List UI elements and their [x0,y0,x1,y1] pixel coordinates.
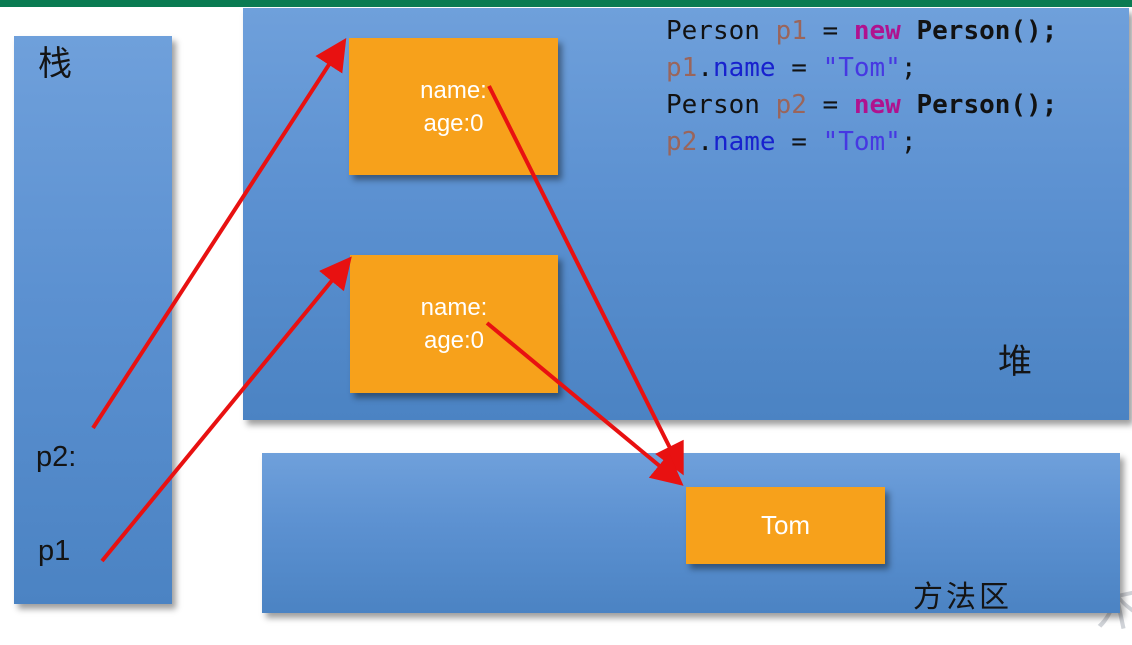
stack-variable-p2: p2: [36,441,77,473]
object1-name-field: name: [420,76,487,104]
code-line: Person p1 = new Person(); [666,16,1058,46]
person-object-2: name: age:0 [350,255,558,393]
string-constant-box: Tom [686,487,885,564]
person-object-1: name: age:0 [349,38,558,175]
heap-zone-label: 堆 [998,343,1032,381]
top-accent-bar [0,0,1132,7]
stack-zone [14,36,172,604]
code-line: p1.name = "Tom"; [666,53,917,83]
object1-age-field: age:0 [423,109,484,137]
stack-zone-label: 栈 [38,45,72,83]
object2-age-field: age:0 [423,327,485,354]
stack-variable-p1: p1 [38,535,71,567]
method-area-label: 方法区 [913,581,1012,614]
code-line: Person p2 = new Person(); [666,90,1058,120]
object2-name-field: name: [420,294,488,321]
code-block: Person p1 = new Person(); p1.name = "Tom"… [666,13,1057,161]
string-constant-value: Tom [760,510,811,540]
code-line: p2.name = "Tom"; [666,127,917,157]
